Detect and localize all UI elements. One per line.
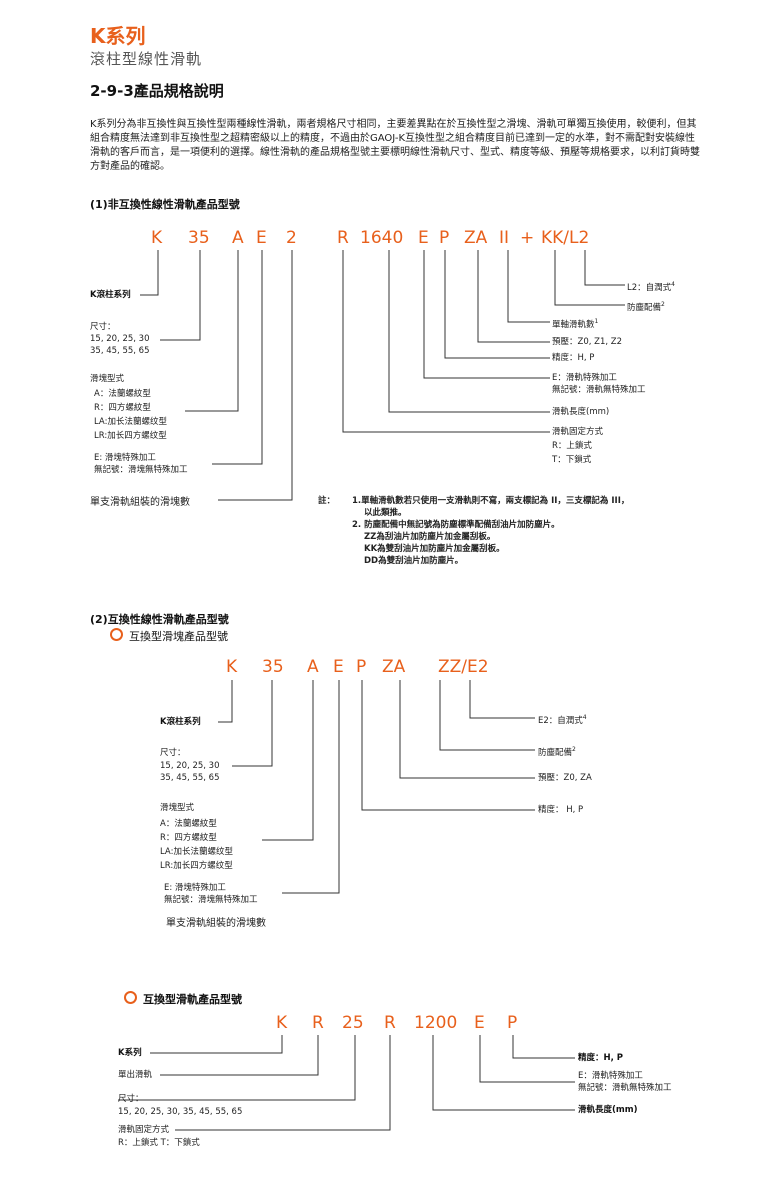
p1-rail-none: 無記號：滑軌無特殊加工 bbox=[552, 385, 646, 395]
p1-block-r: R：四方螺紋型 bbox=[94, 403, 151, 413]
p3-code-k: K bbox=[276, 1013, 288, 1033]
p1-fix-t: T：下鎖式 bbox=[552, 455, 592, 465]
p2-dust-label: 防塵配備2 bbox=[538, 746, 576, 758]
p1-rail-e: E：滑軌特殊加工 bbox=[552, 373, 617, 383]
p2-size-line1: 15, 20, 25, 30 bbox=[160, 761, 220, 771]
note-prefix: 註： bbox=[318, 496, 336, 506]
p2-accuracy-label: 精度： H, P bbox=[538, 805, 584, 815]
p1-fix-title: 滑軌固定方式 bbox=[552, 427, 604, 437]
p2-code-preload: ZA bbox=[382, 657, 406, 677]
p3-rail-e: E：滑軌特殊加工 bbox=[578, 1071, 643, 1081]
p1-length-label: 滑軌長度(mm) bbox=[552, 407, 610, 417]
bullet-circle-icon bbox=[110, 628, 123, 641]
p2-count-label: 單支滑軌組裝的滑塊數 bbox=[166, 918, 266, 929]
code-preload: ZA bbox=[464, 228, 488, 248]
p3-fix-title: 滑軌固定方式 bbox=[118, 1125, 170, 1135]
code-block-type: A bbox=[232, 228, 244, 248]
p1-accuracy-label: 精度：H, P bbox=[552, 353, 595, 363]
note-2d: DD為雙刮油片加防塵片。 bbox=[364, 556, 464, 566]
note-1b: 以此類推。 bbox=[364, 508, 407, 518]
code-plus: + bbox=[520, 228, 535, 248]
p1-block-lr: LR:加长四方螺纹型 bbox=[94, 431, 167, 441]
p2-series-label: K滾柱系列 bbox=[160, 717, 201, 727]
p1-special-e: E: 滑塊特殊加工 bbox=[94, 453, 156, 463]
part2-sub2: 互換型滑軌產品型號 bbox=[124, 991, 242, 1007]
p2-block-a: A：法蘭螺紋型 bbox=[160, 819, 217, 829]
note-1a: 1.單軸滑軌數若只使用一支滑軌則不寫，兩支標記為 II，三支標記為 III， bbox=[352, 496, 630, 506]
p1-l2-label: L2：自潤式4 bbox=[627, 281, 675, 293]
p3-code-r: R bbox=[312, 1013, 324, 1033]
p3-series-label: K系列 bbox=[118, 1048, 142, 1058]
note-2b: ZZ為刮油片加防塵片加金屬刮板。 bbox=[364, 532, 496, 542]
code-length: 1640 bbox=[360, 228, 404, 248]
p1-size-line2: 35, 45, 55, 65 bbox=[90, 346, 150, 356]
p1-series-label: K滾柱系列 bbox=[90, 290, 131, 300]
code-k: K bbox=[151, 228, 163, 248]
p2-code-accuracy: P bbox=[356, 657, 367, 677]
p2-code-block-special: E bbox=[333, 657, 344, 677]
p1-special-none: 無記號：滑塊無特殊加工 bbox=[94, 465, 188, 475]
series-subtitle: 滾柱型線性滑軌 bbox=[90, 50, 203, 68]
p2-block-lr: LR:加长四方螺纹型 bbox=[160, 861, 233, 871]
p2-preload-label: 預壓：Z0, ZA bbox=[538, 773, 592, 783]
code-accuracy: P bbox=[439, 228, 450, 248]
p2-special-none: 無記號：滑塊無特殊加工 bbox=[164, 895, 258, 905]
p2-block-la: LA:加长法蘭螺纹型 bbox=[160, 847, 233, 857]
p3-single-label: 單出滑軌 bbox=[118, 1070, 153, 1080]
p3-code-rail-special: E bbox=[474, 1013, 485, 1033]
p2-code-block-type: A bbox=[307, 657, 319, 677]
p2-block-title: 滑塊型式 bbox=[160, 803, 195, 813]
p3-code-accuracy: P bbox=[507, 1013, 518, 1033]
p1-preload-label: 預壓：Z0, Z1, Z2 bbox=[552, 337, 623, 347]
p2-e2-label: E2：自潤式4 bbox=[538, 714, 587, 726]
note-2a: 2. 防塵配備中無記號為防塵標準配備刮油片加防塵片。 bbox=[352, 520, 560, 530]
p2-code-size: 35 bbox=[262, 657, 284, 677]
p1-count-label: 單支滑軌組裝的滑塊數 bbox=[90, 497, 190, 508]
part2-sub1: 互換型滑塊產品型號 bbox=[110, 628, 228, 644]
p3-accuracy-label: 精度：H, P bbox=[578, 1053, 624, 1063]
p1-single-label: 單軸滑軌數1 bbox=[552, 318, 599, 330]
code-dust-lube: KK/L2 bbox=[541, 228, 590, 248]
p1-size-title: 尺寸： bbox=[90, 322, 116, 332]
p1-block-a: A：法蘭螺紋型 bbox=[94, 389, 151, 399]
code-fix: R bbox=[337, 228, 349, 248]
p3-code-size: 25 bbox=[342, 1013, 364, 1033]
part2-heading: (2)互換性線性滑軌產品型號 bbox=[90, 613, 229, 626]
p3-size-line: 15, 20, 25, 30, 35, 45, 55, 65 bbox=[118, 1107, 243, 1117]
p1-block-la: LA:加长法蘭螺纹型 bbox=[94, 417, 167, 427]
p3-fix-line: R：上鎖式 T：下鎖式 bbox=[118, 1138, 200, 1148]
p1-block-title: 滑塊型式 bbox=[90, 374, 125, 384]
code-block-special: E bbox=[256, 228, 267, 248]
p3-size-title: 尺寸： bbox=[118, 1094, 144, 1104]
p1-fix-r: R：上鎖式 bbox=[552, 441, 592, 451]
section-title: 2-9-3產品規格說明 bbox=[90, 82, 224, 100]
p1-dust-label: 防塵配備2 bbox=[627, 301, 665, 313]
code-block-count: 2 bbox=[286, 228, 297, 248]
p3-code-length: 1200 bbox=[414, 1013, 458, 1033]
code-single: II bbox=[499, 228, 510, 248]
p3-code-fix: R bbox=[384, 1013, 396, 1033]
bullet-circle-icon bbox=[124, 991, 137, 1004]
note-2c: KK為雙刮油片加防塵片加金屬刮板。 bbox=[364, 544, 505, 554]
series-title: K系列 bbox=[90, 24, 146, 48]
p3-rail-none: 無記號：滑軌無特殊加工 bbox=[578, 1083, 672, 1093]
p3-length-label: 滑軌長度(mm) bbox=[578, 1105, 638, 1115]
p2-special-e: E: 滑塊特殊加工 bbox=[164, 883, 226, 893]
p2-size-title: 尺寸： bbox=[160, 748, 186, 758]
code-size: 35 bbox=[188, 228, 210, 248]
intro-paragraph: K系列分為非互換性與互換性型兩種線性滑軌，兩者規格尺寸相同，主要差異點在於互換性… bbox=[90, 119, 700, 172]
p2-size-line2: 35, 45, 55, 65 bbox=[160, 773, 220, 783]
p2-code-dust-lube: ZZ/E2 bbox=[438, 657, 489, 677]
part1-heading: (1)非互換性線性滑軌產品型號 bbox=[90, 198, 240, 211]
code-rail-special: E bbox=[418, 228, 429, 248]
p1-size-line1: 15, 20, 25, 30 bbox=[90, 334, 150, 344]
p2-code-k: K bbox=[226, 657, 238, 677]
p2-block-r: R：四方螺紋型 bbox=[160, 833, 217, 843]
